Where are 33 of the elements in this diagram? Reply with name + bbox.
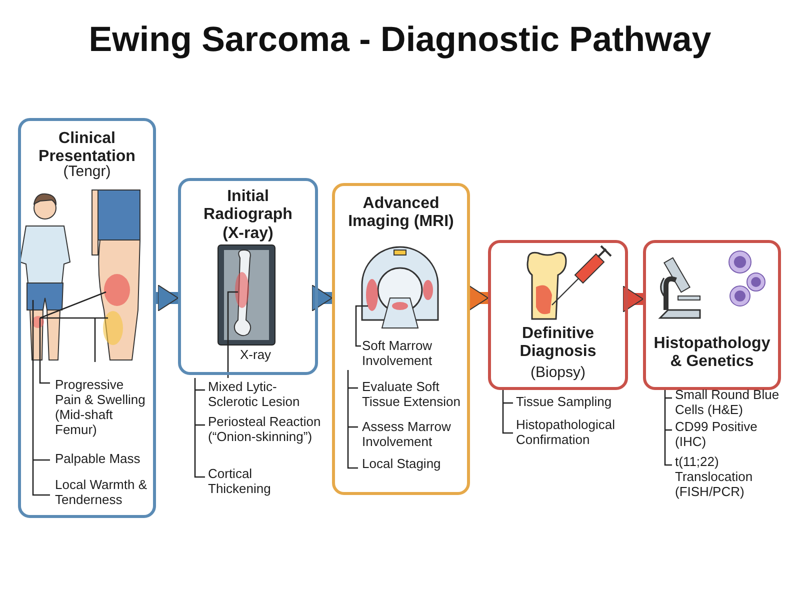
stage-box [643, 240, 781, 390]
arrow [622, 286, 644, 312]
diagram-title: Ewing Sarcoma - Diagnostic Pathway [88, 20, 712, 60]
arrow [312, 284, 332, 312]
finding-text: Small Round Blue Cells (H&E) [675, 388, 780, 418]
finding-text: Histopathological Confirmation [516, 418, 616, 448]
stage-subtitle: (Tengr) [62, 163, 112, 180]
finding-text: CD99 Positive (IHC) [675, 420, 758, 450]
stage-heading: Definitive Diagnosis [518, 325, 598, 362]
finding-text: t(11;22) Translocation (FISH/PCR) [675, 455, 754, 500]
arrow [468, 284, 488, 312]
finding-text: Soft Marrow Involvement [362, 339, 434, 369]
arrow [156, 284, 178, 312]
finding-text: Evaluate Soft Tissue Extension [362, 380, 462, 410]
finding-text: Assess Marrow Involvement [362, 420, 452, 450]
stage-box [332, 183, 470, 495]
stage-heading: Histopathology & Genetics [652, 335, 772, 372]
finding-text: Local Staging [362, 457, 442, 472]
finding-text: Cortical Thickening [208, 467, 272, 497]
stage-heading: Advanced Imaging (MRI) [347, 195, 455, 232]
stage-heading: Initial Radiograph (X-ray) [202, 188, 294, 244]
finding-text: Tissue Sampling [516, 395, 613, 410]
stage-box [18, 118, 156, 518]
stage-box [488, 240, 628, 390]
finding-text: Mixed Lytic-Sclerotic Lesion [208, 380, 301, 410]
stage-subtitle: (Biopsy) [529, 364, 586, 382]
image-caption: X-ray [240, 348, 272, 363]
finding-text: Local Warmth & Tenderness [55, 478, 148, 508]
stage-box [178, 178, 318, 375]
finding-text: Progressive Pain & Swelling (Mid-shaft Femur) [55, 378, 146, 438]
finding-text: Periosteal Reaction (“Onion-skinning”) [208, 415, 322, 445]
stage-heading: Clinical Presentation [38, 130, 136, 166]
finding-text: Palpable Mass [55, 452, 142, 467]
